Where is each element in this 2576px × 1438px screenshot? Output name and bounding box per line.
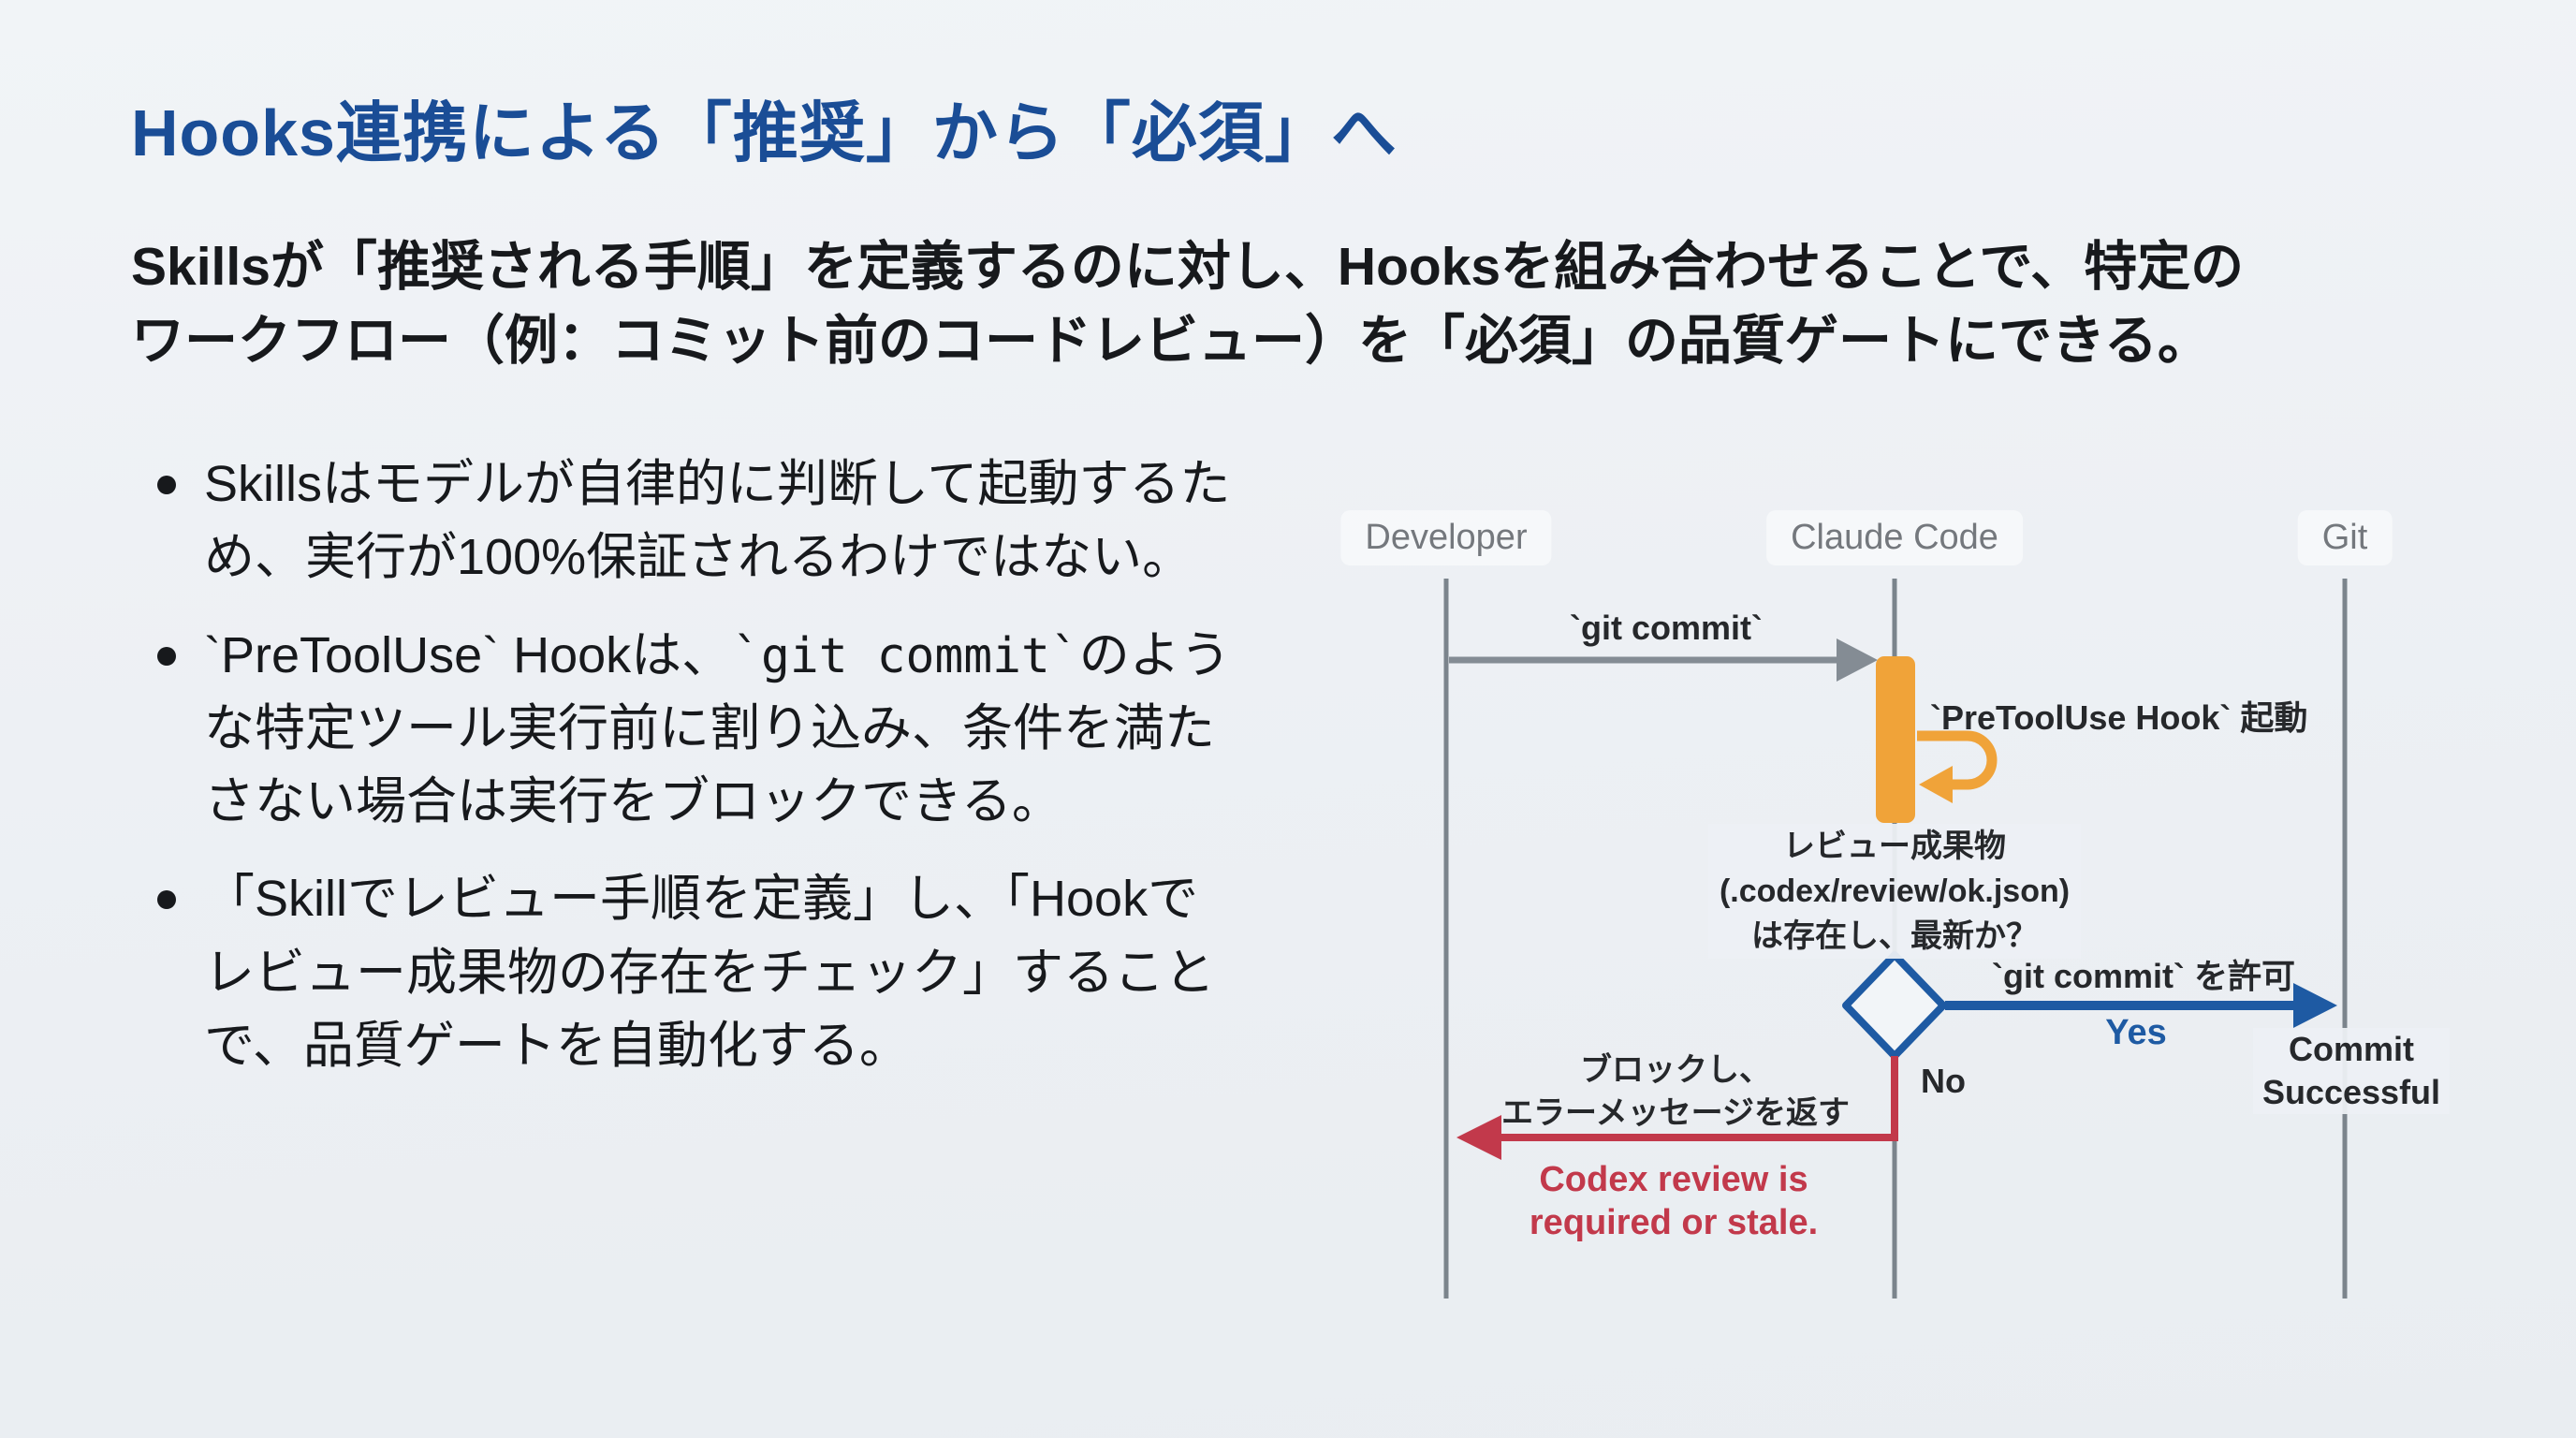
decision-diamond (1842, 951, 1947, 1060)
yes-label: Yes (2105, 1013, 2167, 1052)
no-label: No (1921, 1062, 1966, 1100)
message-label-git-commit: `git commit` (1570, 609, 1763, 647)
block-message-label: ブロックし、 エラーメッセージを返す (1501, 1049, 1850, 1135)
bullet-segment: `PreToolUse` Hookは、 (204, 626, 733, 683)
block-message-line: エラーメッセージを返す (1501, 1095, 1850, 1131)
commit-arrow-head (1837, 638, 1878, 682)
commit-success-line: Successful (2261, 1073, 2441, 1111)
page-title: Hooks連携による「推奨」から「必須」へ (131, 96, 1398, 169)
error-message-label: Codex review is required or stale. (1530, 1158, 1818, 1244)
allow-commit-label: `git commit` を許可 (1992, 957, 2295, 995)
bullet-item: `PreToolUse` Hookは、`git commit`のような特定ツール… (157, 619, 1271, 839)
no-arrow-path (1500, 1056, 1898, 1141)
actor-label-claude-code: Claude Code (1766, 510, 2023, 565)
question-line: レビュー成果物 (1783, 829, 2006, 864)
bullet-segment: のような特定ツール実行前に割り込み、条件を満たさない場合は実行をブロックできる。 (204, 626, 1231, 830)
bullet-dot-icon (157, 476, 176, 494)
bullet-dot-icon (157, 646, 176, 666)
actor-label-developer: Developer (1340, 510, 1552, 565)
activation-bar (1876, 656, 1915, 823)
question-line: は存在し、最新か？ (1751, 918, 2038, 954)
bullet-text: 「Skillでレビュー手順を定義」し、「Hookでレビュー成果物の存在をチェック… (204, 862, 1248, 1082)
bullet-list: Skillsはモデルが自律的に判断して起動するため、実行が100%保証されるわけ… (157, 448, 1271, 1107)
commit-success-label: Commit Successful (2252, 1028, 2451, 1114)
bullet-text: Skillsはモデルが自律的に判断して起動するため、実行が100%保証されるわけ… (204, 448, 1248, 594)
question-line: (.codex/review/ok.json) (1719, 873, 2071, 909)
self-loop-arrow-head (1919, 766, 1953, 803)
self-loop-arrow-path (1917, 730, 1998, 790)
hook-invoke-label: `PreToolUse Hook` 起動 (1930, 698, 2308, 737)
subtitle-line: ワークフロー（例：コミット前のコードレビュー）を「必須」の品質ゲートにできる。 (131, 310, 2211, 371)
bullet-item: Skillsはモデルが自律的に判断して起動するため、実行が100%保証されるわけ… (157, 448, 1271, 594)
error-message-line: required or stale. (1529, 1203, 1819, 1242)
bullet-segment: 「Skillでレビュー手順を定義」し、「Hookでレビュー成果物の存在をチェック… (204, 871, 1215, 1075)
inline-code: `git commit` (732, 627, 1079, 684)
bullet-text: `PreToolUse` Hookは、`git commit`のような特定ツール… (204, 619, 1248, 839)
bullet-item: 「Skillでレビュー手順を定義」し、「Hookでレビュー成果物の存在をチェック… (157, 862, 1271, 1082)
error-message-line: Codex review is (1539, 1160, 1808, 1199)
no-arrow-head (1456, 1115, 1501, 1160)
subtitle: Skillsが「推奨される手順」を定義するのに対し、Hooksを組み合わせること… (131, 230, 2244, 377)
commit-success-line: Commit (2289, 1030, 2414, 1068)
yes-arrow-head (2293, 983, 2337, 1028)
review-check-question: レビュー成果物 (.codex/review/ok.json) は存在し、最新か… (1707, 824, 2082, 959)
subtitle-line: Skillsが「推奨される手順」を定義するのに対し、Hooksを組み合わせること… (131, 237, 2245, 297)
actor-label-git: Git (2297, 510, 2393, 565)
bullet-dot-icon (157, 890, 176, 910)
bullet-segment: Skillsはモデルが自律的に判断して起動するため、実行が100%保証されるわけ… (204, 456, 1231, 586)
block-message-line: ブロックし、 (1580, 1052, 1771, 1088)
